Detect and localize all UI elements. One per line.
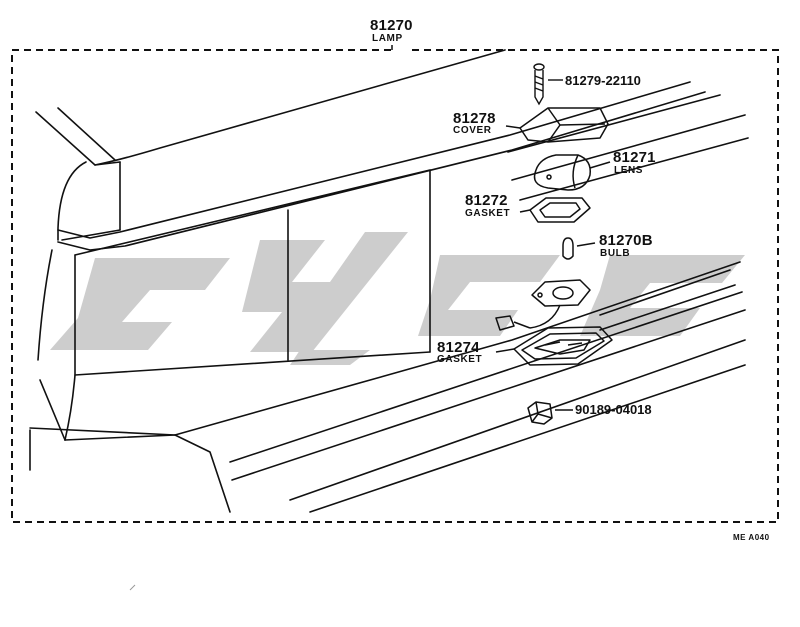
- part-name-lens: LENS: [614, 165, 644, 176]
- vehicle-body-outline: [29, 49, 749, 513]
- part-number-base-gasket: 81274: [437, 339, 480, 356]
- assembly-name: LAMP: [372, 33, 403, 44]
- clip-part: [527, 401, 573, 425]
- assembly-boundary: [11, 49, 779, 523]
- screw-part: [533, 63, 563, 106]
- socket-part: [495, 279, 591, 331]
- reference-tick: [129, 584, 136, 591]
- part-name-base-gasket: GASKET: [437, 354, 483, 365]
- part-number-clip: 90189-04018: [575, 402, 652, 417]
- lens-part: [533, 154, 611, 191]
- part-number-gasket: 81272: [465, 192, 508, 209]
- part-name-bulb: BULB: [600, 248, 631, 259]
- part-number-bulb: 81270B: [599, 232, 653, 249]
- diagram-reference-code: ME A040: [733, 533, 770, 542]
- part-number-screw: 81279-22110: [565, 73, 641, 88]
- cover-part: [505, 107, 609, 143]
- watermark-logo: [50, 232, 745, 365]
- part-number-lens: 81271: [613, 149, 656, 166]
- part-name-cover: COVER: [453, 125, 492, 136]
- part-name-gasket: GASKET: [465, 208, 511, 219]
- assembly-number: 81270: [370, 17, 413, 34]
- base-gasket-part: [495, 326, 613, 366]
- gasket-part: [519, 197, 591, 223]
- part-number-cover: 81278: [453, 110, 496, 127]
- bulb-part: [562, 237, 596, 260]
